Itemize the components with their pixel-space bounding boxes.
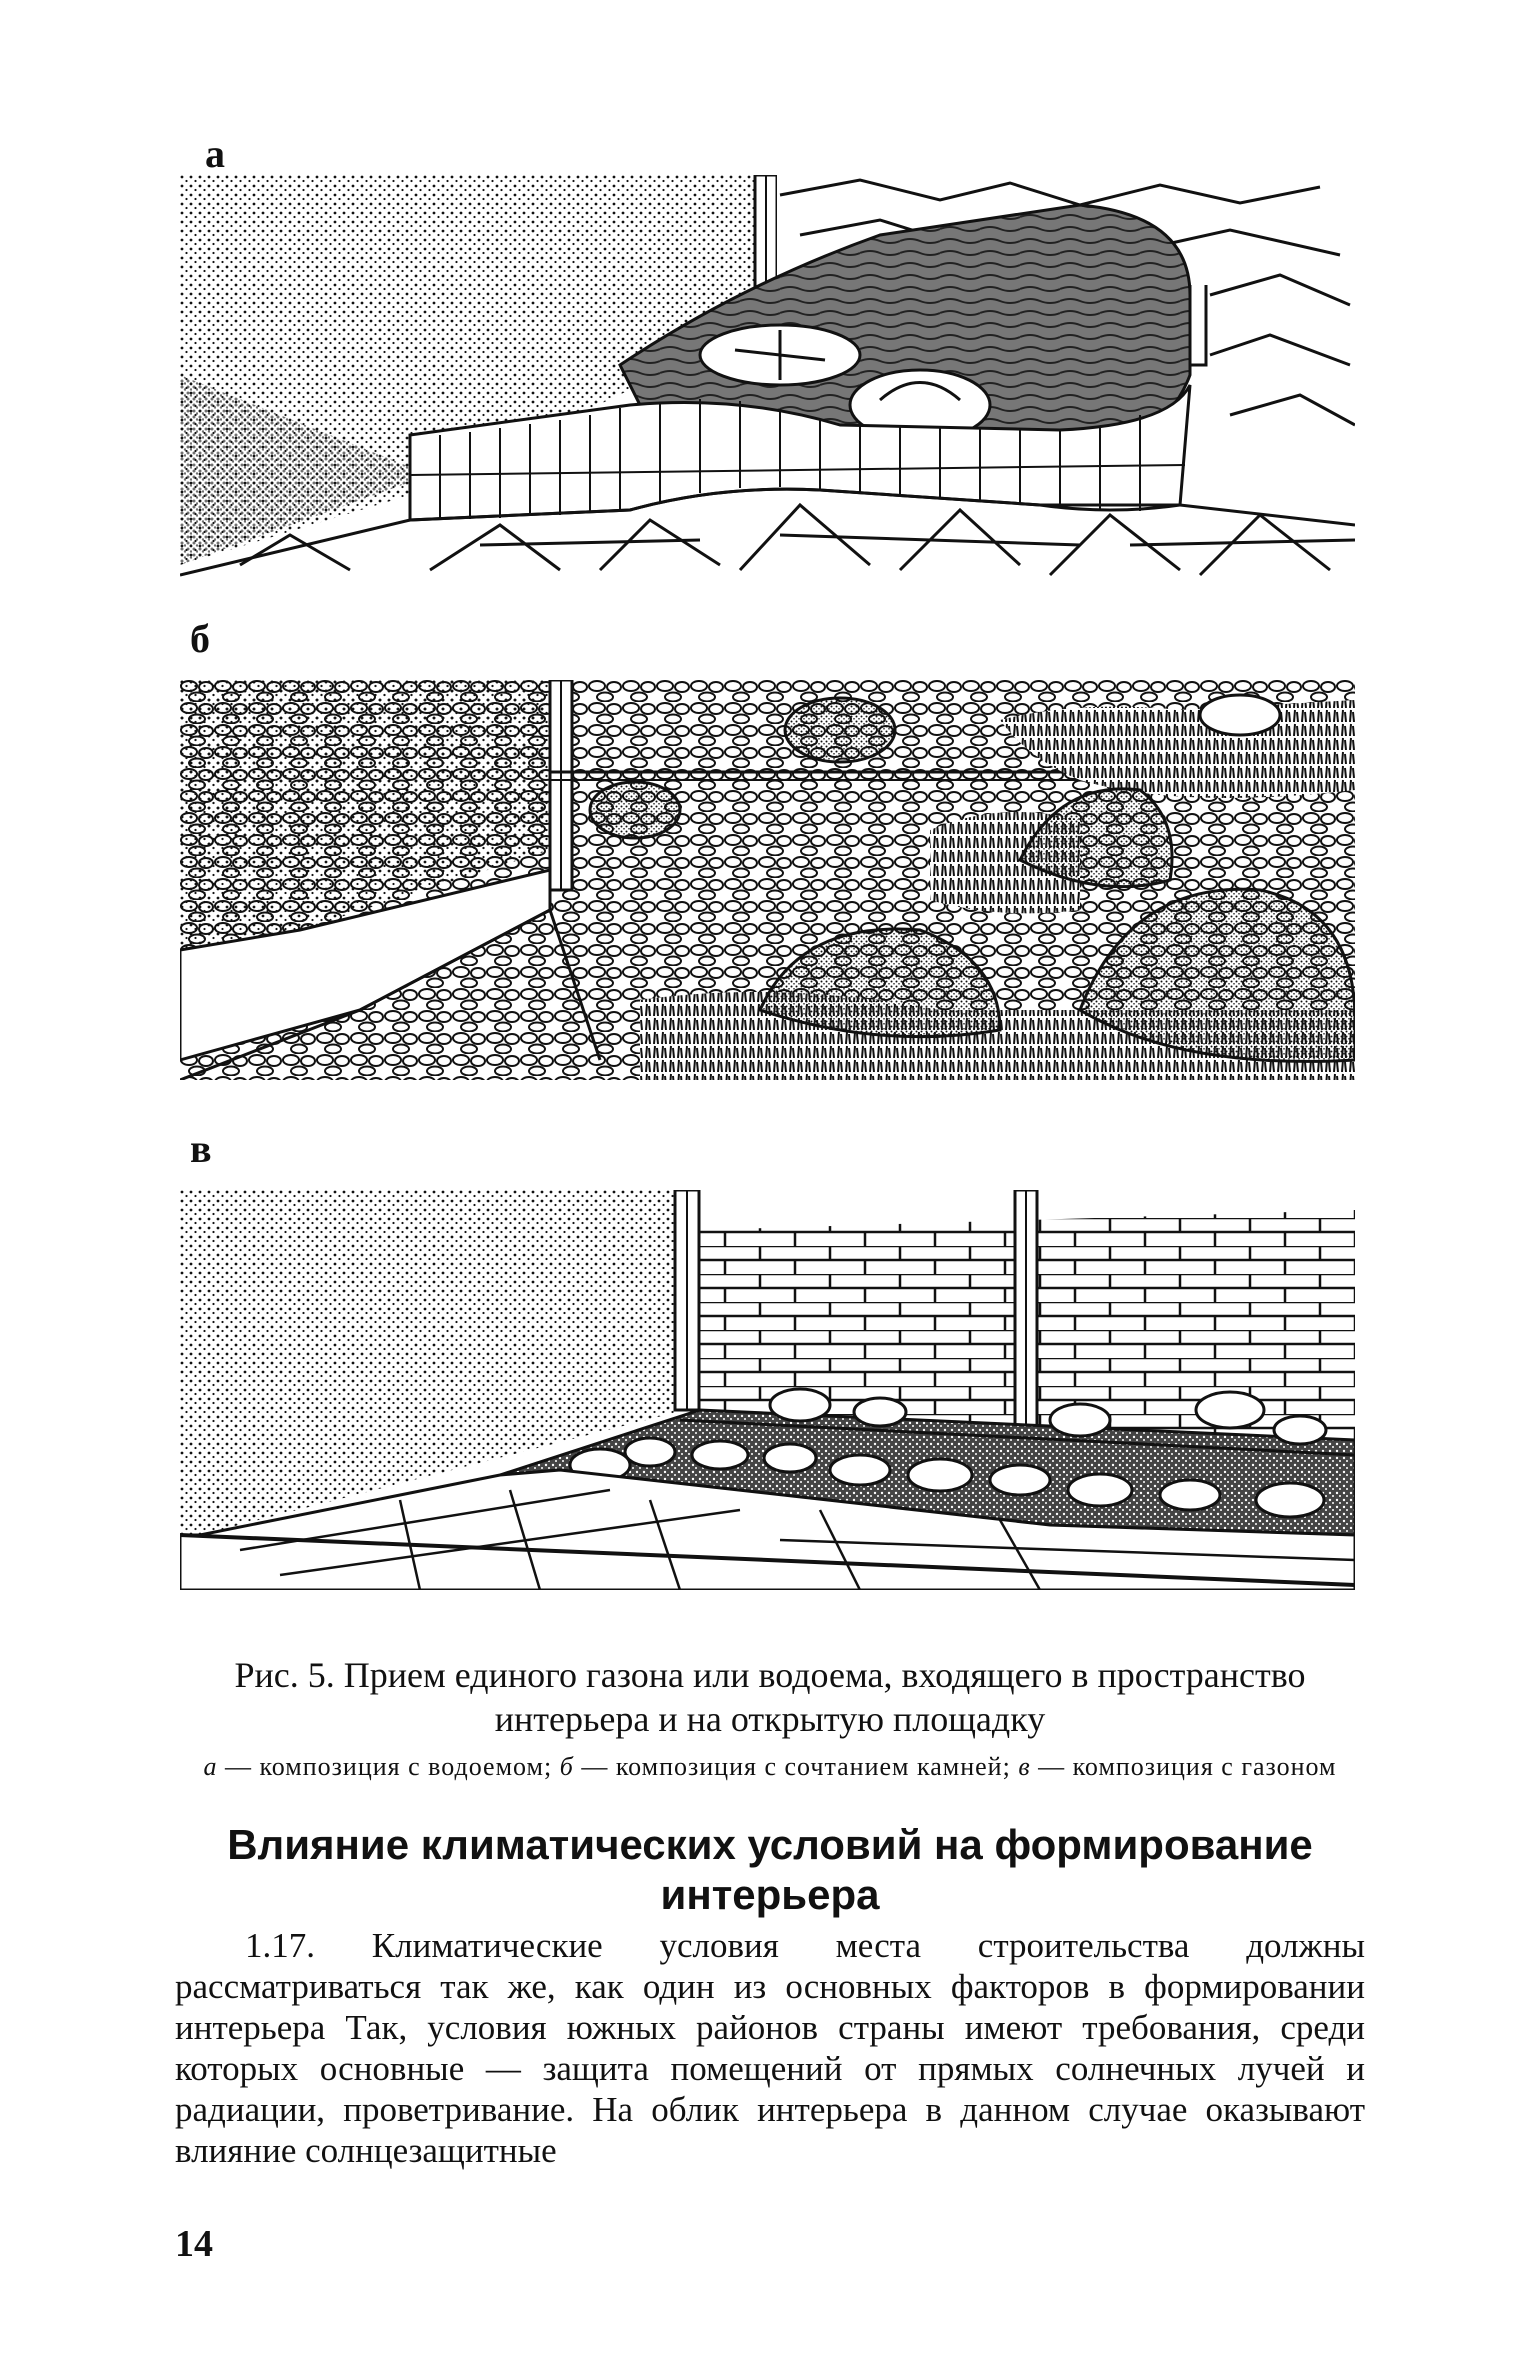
panel-label-c: в xyxy=(190,1126,212,1171)
pool-illustration xyxy=(180,175,1355,580)
panel-label-a: а xyxy=(205,131,225,176)
legend-text-b: — композиция с сочтанием камней; xyxy=(573,1752,1019,1781)
legend-letter-c: в xyxy=(1018,1752,1031,1781)
figure-panel-a xyxy=(180,175,1355,580)
section-heading: Влияние климатических условий на формиро… xyxy=(227,1821,1313,1918)
stones-illustration xyxy=(180,680,1355,1080)
legend-letter-b: б xyxy=(559,1752,574,1781)
figure-caption-legend: а — композиция с водоемом; б — композици… xyxy=(175,1752,1365,1782)
panel-label-b: б xyxy=(190,616,210,661)
page-number: 14 xyxy=(175,2223,213,2265)
figure-panel-b xyxy=(180,680,1355,1080)
legend-text-a: — композиция с водоемом; xyxy=(217,1752,560,1781)
legend-text-c: — композиция с газоном xyxy=(1030,1752,1337,1781)
figure-panel-c xyxy=(180,1190,1355,1590)
figure-caption: Рис. 5. Прием единого газона или водоема… xyxy=(234,1655,1306,1739)
lawn-illustration xyxy=(180,1190,1355,1590)
body-paragraph: 1.17. Климатические условия места строит… xyxy=(175,1926,1365,2170)
legend-letter-a: а xyxy=(203,1752,218,1781)
